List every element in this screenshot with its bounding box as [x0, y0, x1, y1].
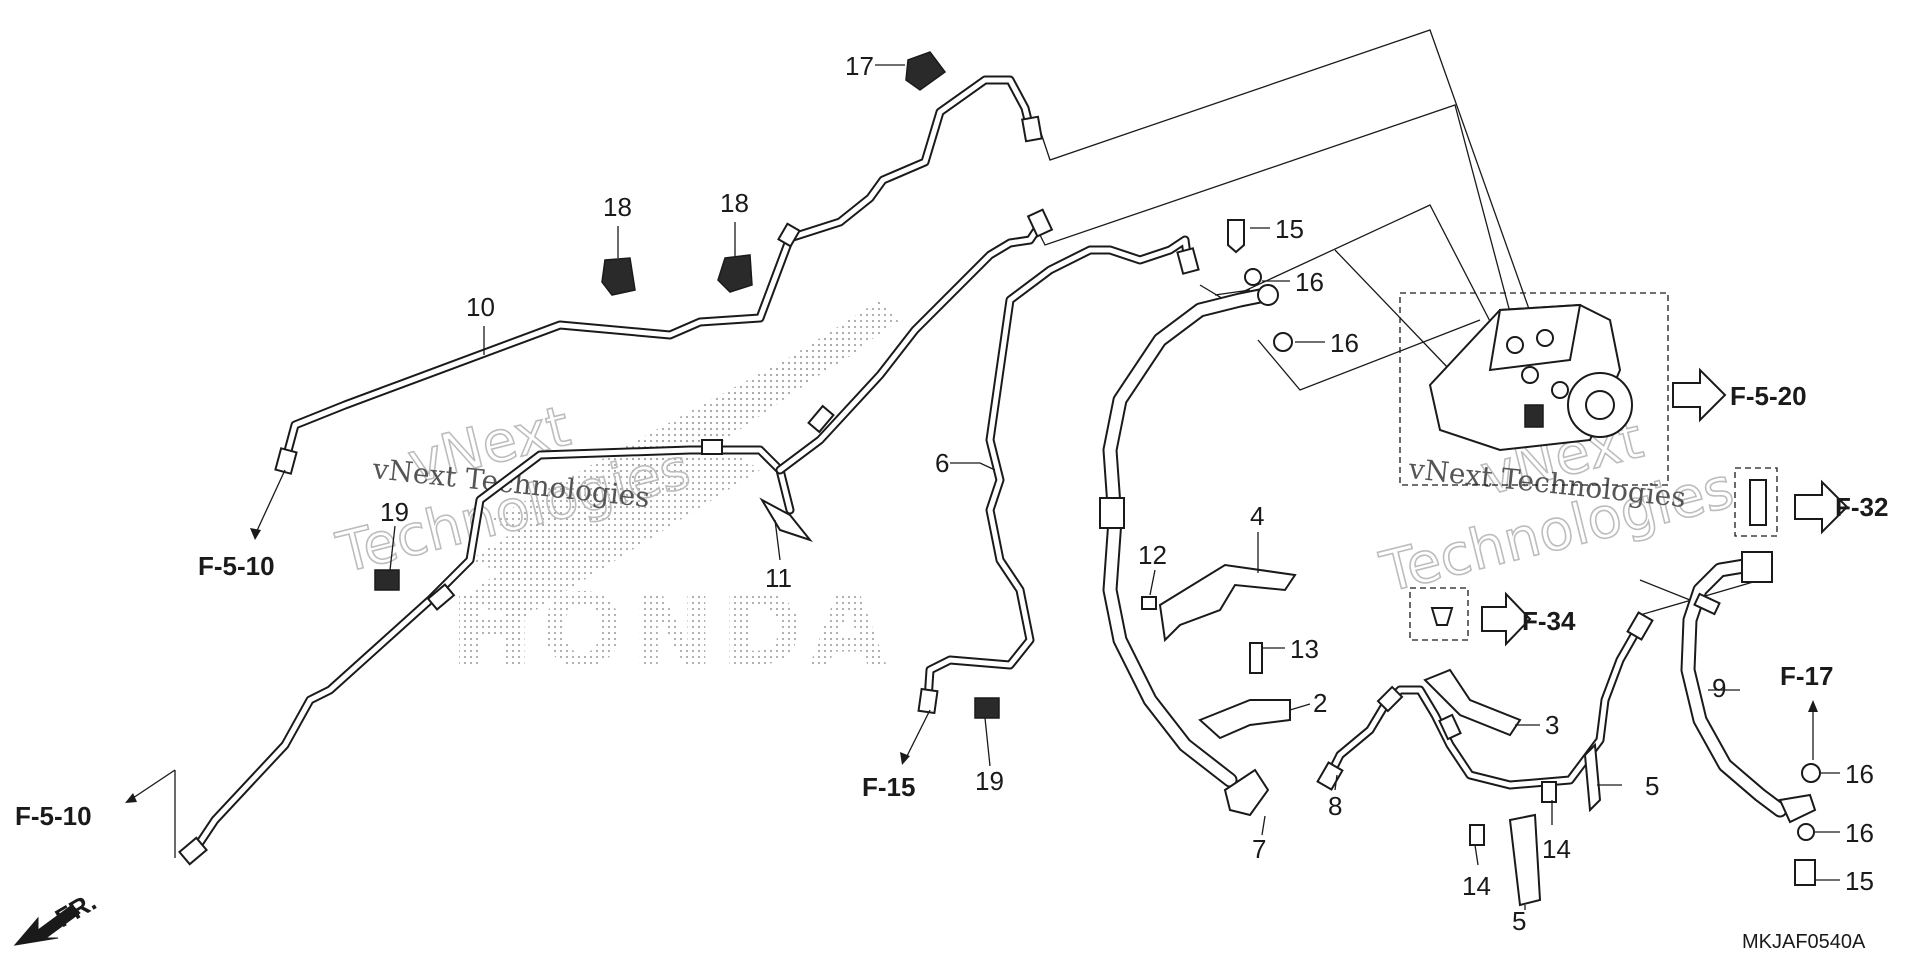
callout-19-left: 19	[380, 497, 409, 527]
callout-5-bottom: 5	[1512, 906, 1526, 936]
clip-18-right	[717, 254, 753, 293]
callout-13: 13	[1290, 634, 1319, 664]
bolt-12	[1141, 596, 1157, 610]
callout-18-right: 18	[720, 188, 749, 218]
callout-2: 2	[1313, 688, 1327, 718]
bolt-14-b	[1541, 781, 1557, 803]
bracket-5-b	[1583, 742, 1602, 813]
bolt-15-bottom	[1794, 859, 1816, 886]
clip-19-right	[974, 697, 1000, 719]
callout-12: 12	[1138, 540, 1167, 570]
callout-labels: 17 18 18 10 19 11 6 19 15 16 16 4 12 13 …	[380, 51, 1874, 936]
screw-f-34	[1430, 607, 1454, 626]
clamp-17	[905, 51, 947, 91]
reference-labels: F-5-10 F-5-10 F-15 F-5-20 F-32 F-34 F-17	[15, 381, 1888, 831]
callout-16-d: 16	[1845, 818, 1874, 848]
diagram-code: MKJAF0540A	[1742, 931, 1866, 953]
callout-18-left: 18	[603, 192, 632, 222]
front-arrow-icon	[13, 904, 81, 946]
callout-15-bottom: 15	[1845, 866, 1874, 896]
callout-3: 3	[1545, 710, 1559, 740]
callout-17: 17	[845, 51, 874, 81]
callout-14-a: 14	[1462, 871, 1491, 901]
callout-14-b: 14	[1542, 834, 1571, 864]
bracket-5-a	[1508, 813, 1542, 907]
washer-16-b	[1273, 332, 1293, 352]
callout-15-top: 15	[1275, 214, 1304, 244]
ref-f-5-10-upper: F-5-10	[198, 551, 275, 581]
ref-f-5-20: F-5-20	[1730, 381, 1807, 411]
brake-hose-9	[1680, 551, 1817, 824]
callout-8: 8	[1328, 791, 1342, 821]
arrow-f-5-20	[1672, 367, 1727, 423]
brake-pipe-11	[178, 208, 1054, 866]
washer-16-d	[1797, 823, 1815, 841]
callout-7: 7	[1252, 834, 1266, 864]
clip-19-left	[374, 569, 400, 591]
brake-pipe-8	[1316, 611, 1654, 791]
honda-wing-watermark: HONDA	[450, 300, 900, 689]
ref-f-17: F-17	[1780, 661, 1833, 691]
ref-f-32: F-32	[1835, 492, 1888, 522]
callout-16-c: 16	[1845, 759, 1874, 789]
ref-f-5-10-lower: F-5-10	[15, 801, 92, 831]
callout-6: 6	[935, 448, 949, 478]
callout-4: 4	[1250, 501, 1264, 531]
callout-11: 11	[765, 563, 792, 593]
callout-16-a: 16	[1295, 267, 1324, 297]
bolt-f-32	[1749, 479, 1767, 526]
callout-9: 9	[1712, 673, 1726, 703]
ref-f-34: F-34	[1522, 606, 1576, 636]
clip-18-left	[601, 257, 636, 296]
brake-hose-7	[1099, 284, 1279, 817]
arrow-f-32	[1794, 479, 1849, 535]
bolt-15-top	[1227, 219, 1245, 254]
bracket-2	[1198, 699, 1291, 740]
callout-5-top: 5	[1645, 771, 1659, 801]
bolt-14-a	[1469, 824, 1485, 846]
abs-modulator	[1399, 292, 1669, 486]
brake-pipe-10	[274, 75, 1043, 475]
callout-leaders	[389, 64, 1840, 910]
arrow-f-34	[1481, 591, 1532, 647]
bracket-3	[1423, 668, 1522, 737]
reference-arrows	[13, 367, 1849, 946]
bolt-13	[1249, 642, 1263, 674]
brand-watermark: HONDA	[450, 572, 893, 689]
callout-19-right: 19	[975, 766, 1004, 796]
washer-16-c	[1801, 763, 1821, 783]
washer-16-a	[1244, 268, 1262, 286]
brake-pipe-6	[917, 235, 1200, 715]
small-parts	[374, 51, 1821, 907]
callout-10: 10	[466, 292, 495, 322]
callout-16-b: 16	[1330, 328, 1359, 358]
ref-f-15: F-15	[862, 772, 915, 802]
bracket-4	[1158, 563, 1297, 643]
